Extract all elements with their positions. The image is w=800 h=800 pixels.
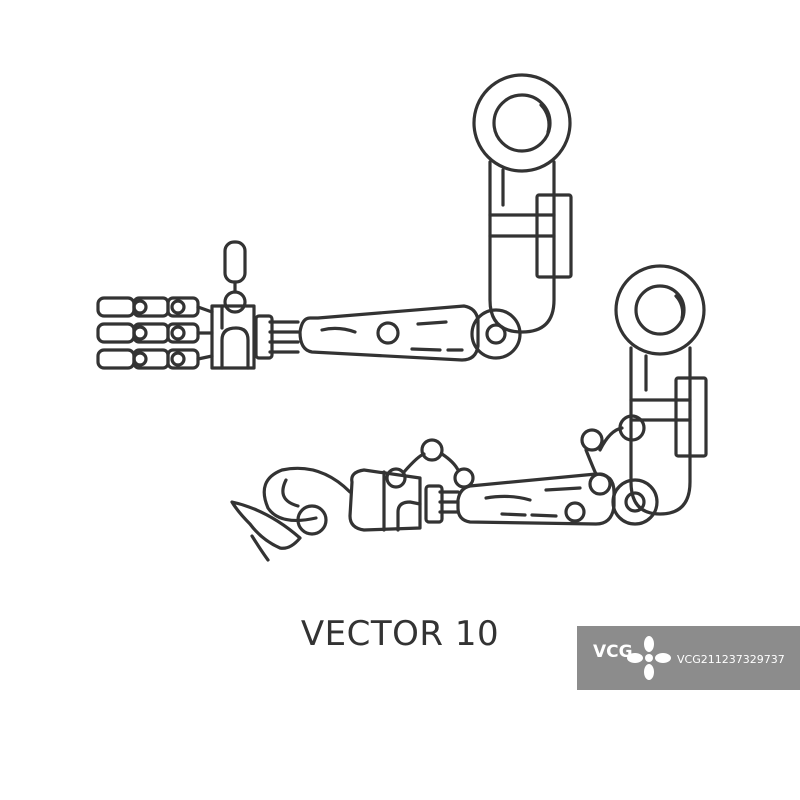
watermark-id-text: VCG211237329737 xyxy=(677,653,785,666)
caption-text: VECTOR 10 xyxy=(300,614,500,654)
robotic-arm-with-claw-icon xyxy=(230,264,708,562)
watermark-flower-icon xyxy=(627,636,671,680)
watermark-logo-text: VCG xyxy=(593,642,633,662)
watermark: VCG VCG211237329737 xyxy=(577,626,800,690)
robotic-arm-with-hand-icon xyxy=(96,73,573,370)
